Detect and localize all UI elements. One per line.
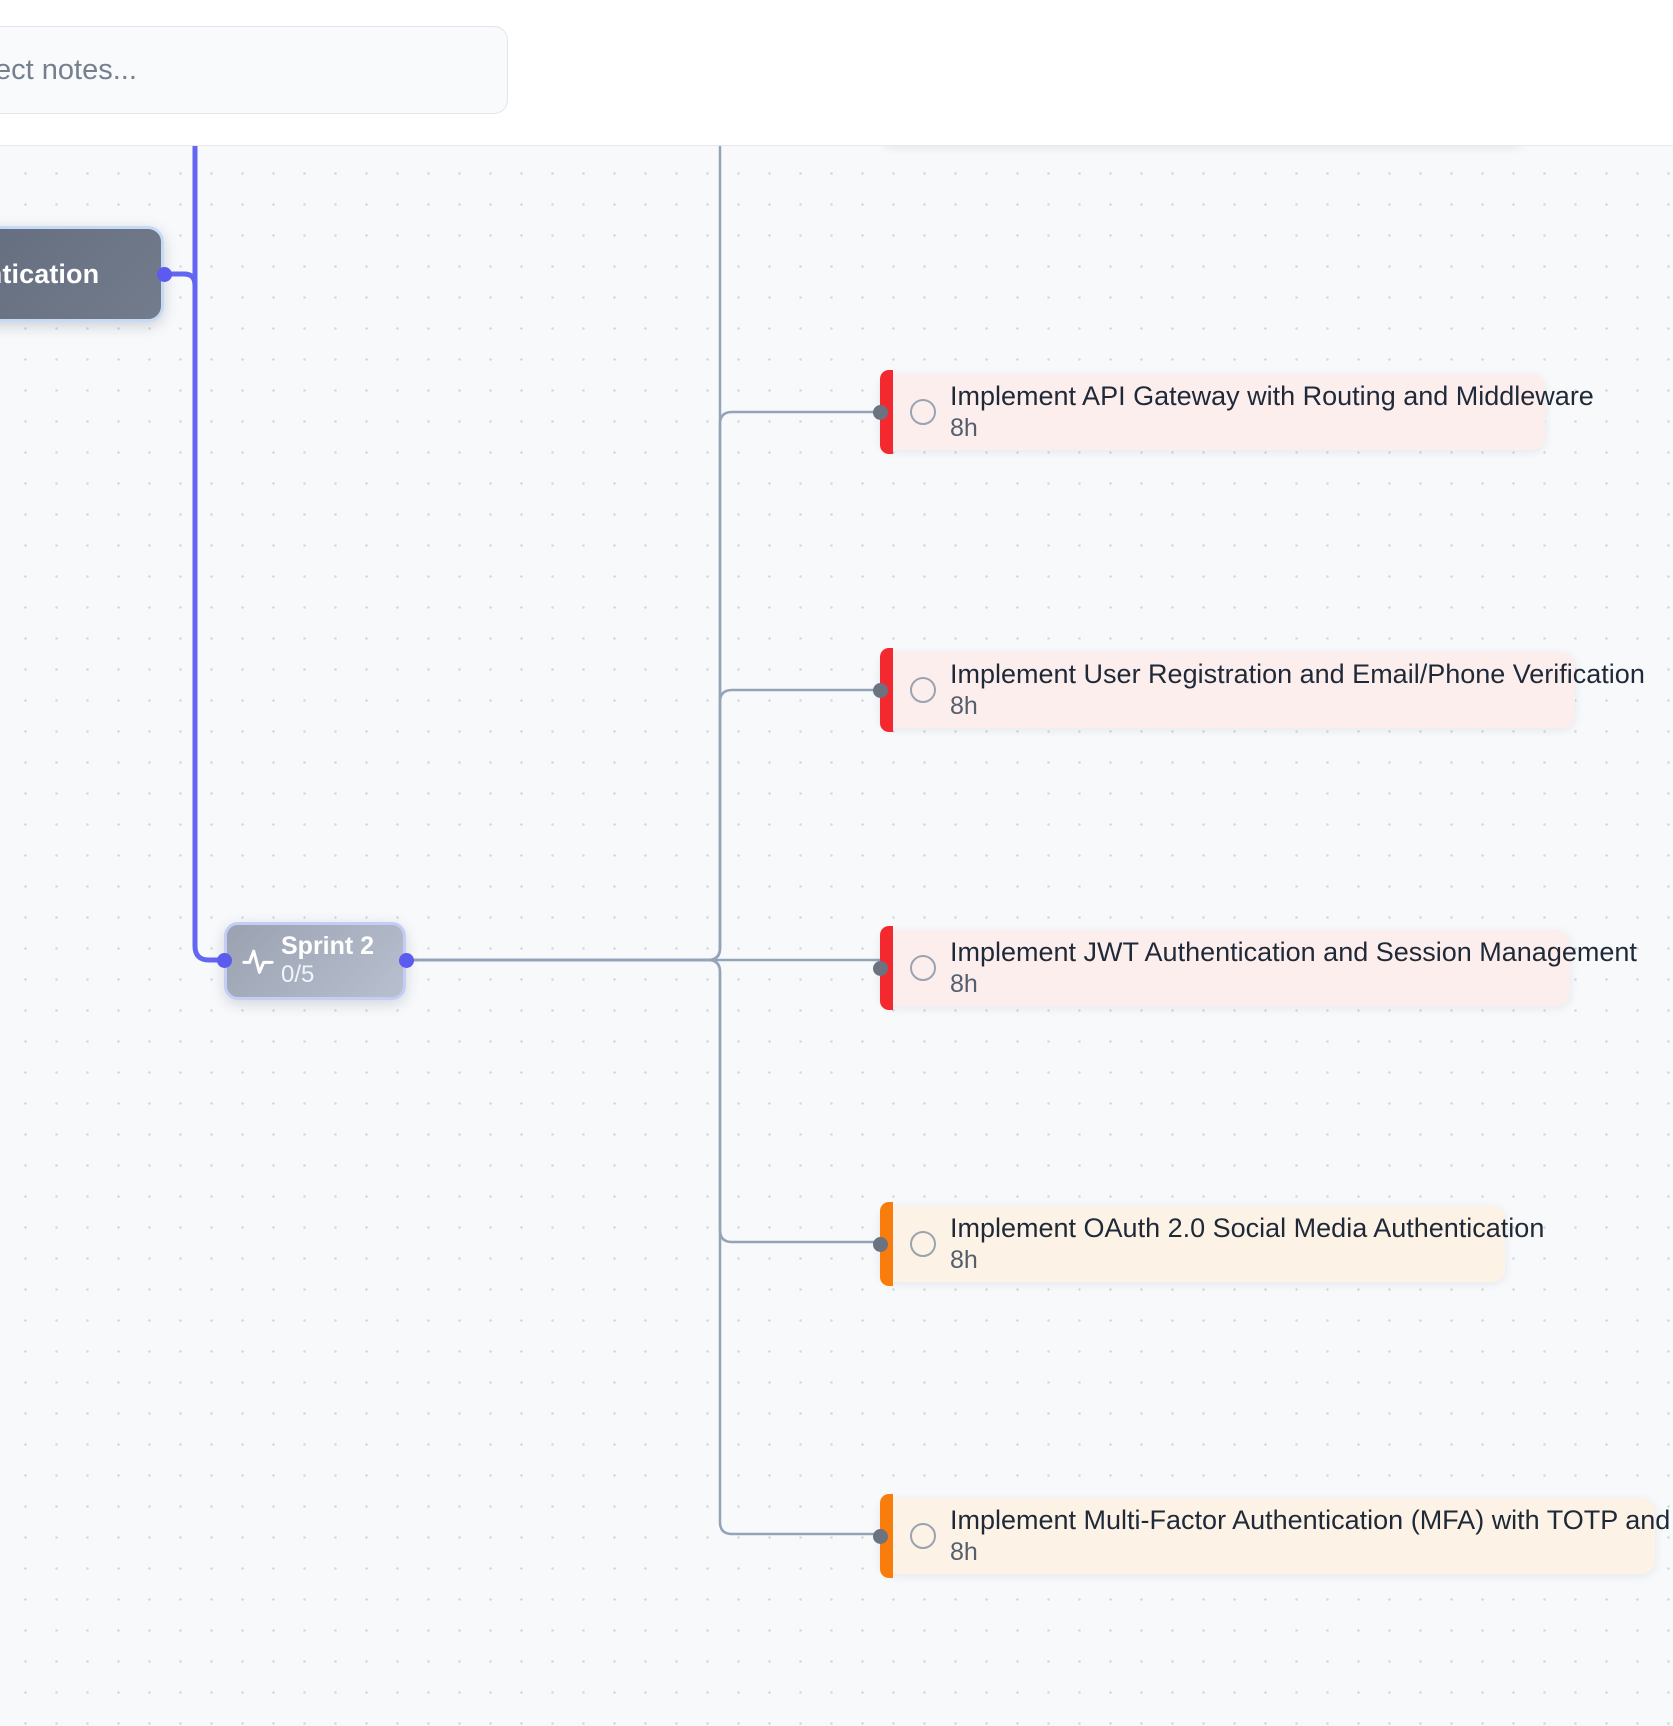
task-card[interactable]: Implement JWT Authentication and Session… bbox=[880, 926, 1637, 1010]
task-card[interactable]: Implement User Registration and Email/Ph… bbox=[880, 648, 1645, 732]
mindmap-canvas[interactable]: thentication Sprint 2 0/5 8h bbox=[0, 146, 1673, 1726]
task-title: Implement JWT Authentication and Session… bbox=[950, 936, 1637, 967]
sprint-node-title: Sprint 2 bbox=[281, 932, 375, 961]
task-hours: 8h bbox=[950, 1245, 978, 1274]
edge-sprint-to-task-0 bbox=[406, 146, 722, 962]
task-title: Implement API Gateway with Routing and M… bbox=[950, 380, 1594, 411]
task-checkbox[interactable] bbox=[910, 955, 936, 981]
task-hours: 8h bbox=[950, 1537, 978, 1566]
task-title: Implement User Registration and Email/Ph… bbox=[950, 658, 1645, 689]
task-card[interactable]: Implement Multi-Factor Authentication (M… bbox=[880, 1494, 1673, 1578]
sprint-node-sprint-2[interactable]: Sprint 2 0/5 bbox=[224, 922, 406, 1000]
task-target-handle[interactable] bbox=[873, 405, 888, 420]
epic-node-source-handle[interactable] bbox=[157, 267, 172, 282]
edge-sprint-to-task-4 bbox=[406, 958, 880, 1244]
edge-epic-to-sprint bbox=[164, 271, 224, 963]
task-target-handle[interactable] bbox=[873, 1529, 888, 1544]
task-checkbox[interactable] bbox=[910, 1231, 936, 1257]
task-checkbox[interactable] bbox=[910, 677, 936, 703]
edge-epic-up bbox=[164, 146, 198, 286]
task-checkbox[interactable] bbox=[910, 399, 936, 425]
sprint-node-target-handle[interactable] bbox=[217, 953, 232, 968]
edge-sprint-to-task-2 bbox=[406, 688, 880, 962]
notes-input[interactable] bbox=[0, 26, 508, 114]
edge-sprint-to-task-5 bbox=[406, 958, 880, 1536]
task-hours: 8h bbox=[950, 969, 978, 998]
task-target-handle[interactable] bbox=[873, 961, 888, 976]
sprint-node-source-handle[interactable] bbox=[399, 953, 414, 968]
task-hours: 8h bbox=[950, 413, 978, 442]
task-target-handle[interactable] bbox=[873, 683, 888, 698]
sprint-node-progress: 0/5 bbox=[281, 960, 315, 988]
task-card[interactable]: Implement OAuth 2.0 Social Media Authent… bbox=[880, 1202, 1544, 1286]
epic-node-title: thentication bbox=[0, 258, 100, 289]
activity-pulse-icon bbox=[241, 944, 275, 978]
task-checkbox[interactable] bbox=[910, 1523, 936, 1549]
epic-node-user-authentication[interactable]: thentication bbox=[0, 226, 164, 322]
app-header bbox=[0, 0, 1673, 146]
task-card[interactable]: Implement API Gateway with Routing and M… bbox=[880, 370, 1594, 454]
edge-sprint-to-task-1 bbox=[406, 410, 880, 962]
edge-layer bbox=[164, 146, 880, 1536]
task-title: Implement Multi-Factor Authentication (M… bbox=[950, 1504, 1673, 1535]
task-hours: 8h bbox=[950, 691, 978, 720]
task-target-handle[interactable] bbox=[873, 1237, 888, 1252]
task-title: Implement OAuth 2.0 Social Media Authent… bbox=[950, 1212, 1545, 1243]
